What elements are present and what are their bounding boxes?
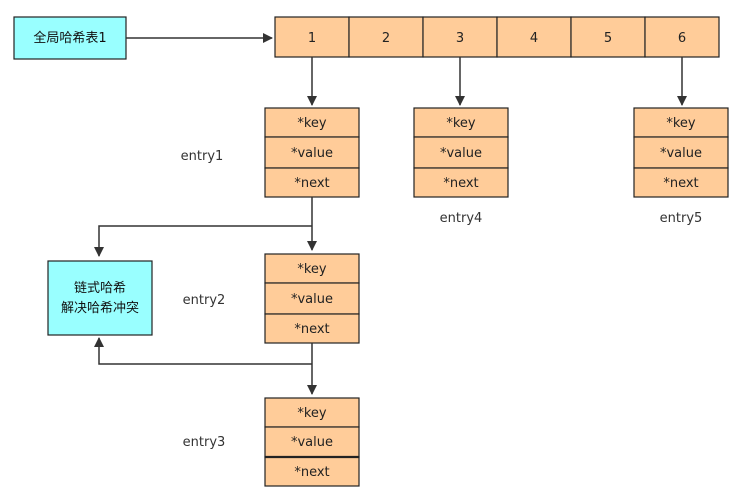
entry4-next-field: *next (443, 176, 478, 191)
entry3-box: *key *value *next (264, 397, 360, 487)
entry4-key-field: *key (446, 116, 476, 131)
global-hash-table-box: 全局哈希表1 (13, 16, 127, 60)
entry1-key-field: *key (297, 116, 327, 131)
entry2-key-field: *key (297, 262, 327, 277)
entry2-value-field: *value (291, 292, 333, 307)
bucket-5: 5 (570, 16, 646, 58)
bucket-label: 4 (530, 31, 538, 46)
entry2-to-chain-note-arrow (94, 337, 312, 365)
entry1-value-field: *value (291, 146, 333, 161)
entry5-value-field: *value (660, 146, 702, 161)
entry2-label: entry2 (183, 293, 226, 308)
global-hash-table-label: 全局哈希表1 (33, 30, 106, 46)
entry5-key-field: *key (666, 116, 696, 131)
entry4-label: entry4 (440, 211, 483, 226)
bucket-label: 6 (678, 31, 686, 46)
bucket-6: 6 (644, 16, 720, 58)
bucket-label: 5 (604, 31, 612, 46)
entry3-key-field: *key (297, 406, 327, 421)
entry3-next-field: *next (294, 465, 329, 480)
bucket-3: 3 (422, 16, 498, 58)
bucket-4: 4 (496, 16, 572, 58)
entry4-value-field: *value (440, 146, 482, 161)
entry4-box: *key *value *next (413, 107, 509, 198)
chain-note-line1: 链式哈希 (74, 281, 126, 296)
bucket-2: 2 (348, 16, 424, 58)
bucket-1: 1 (274, 16, 350, 58)
bucket-label: 1 (308, 31, 316, 46)
bucket-label: 3 (456, 31, 464, 46)
chain-note-line2: 解决哈希冲突 (61, 300, 139, 316)
entry3-value-field: *value (291, 435, 333, 450)
bucket-label: 2 (382, 31, 390, 46)
bucket-array: 1 2 3 4 5 6 (274, 16, 720, 58)
entry2-next-field: *next (294, 322, 329, 337)
entry1-box: *key *value *next (264, 107, 360, 198)
entry5-next-field: *next (663, 176, 698, 191)
entry1-to-chain-note-arrow (94, 225, 312, 257)
entry3-label: entry3 (183, 435, 226, 450)
entry5-box: *key *value *next (633, 107, 729, 198)
chain-hashing-note-box: 链式哈希 解决哈希冲突 (47, 260, 153, 336)
entry1-label: entry1 (181, 149, 224, 164)
entry5-label: entry5 (660, 211, 703, 226)
entry2-box: *key *value *next (264, 253, 360, 344)
entry1-next-field: *next (294, 176, 329, 191)
